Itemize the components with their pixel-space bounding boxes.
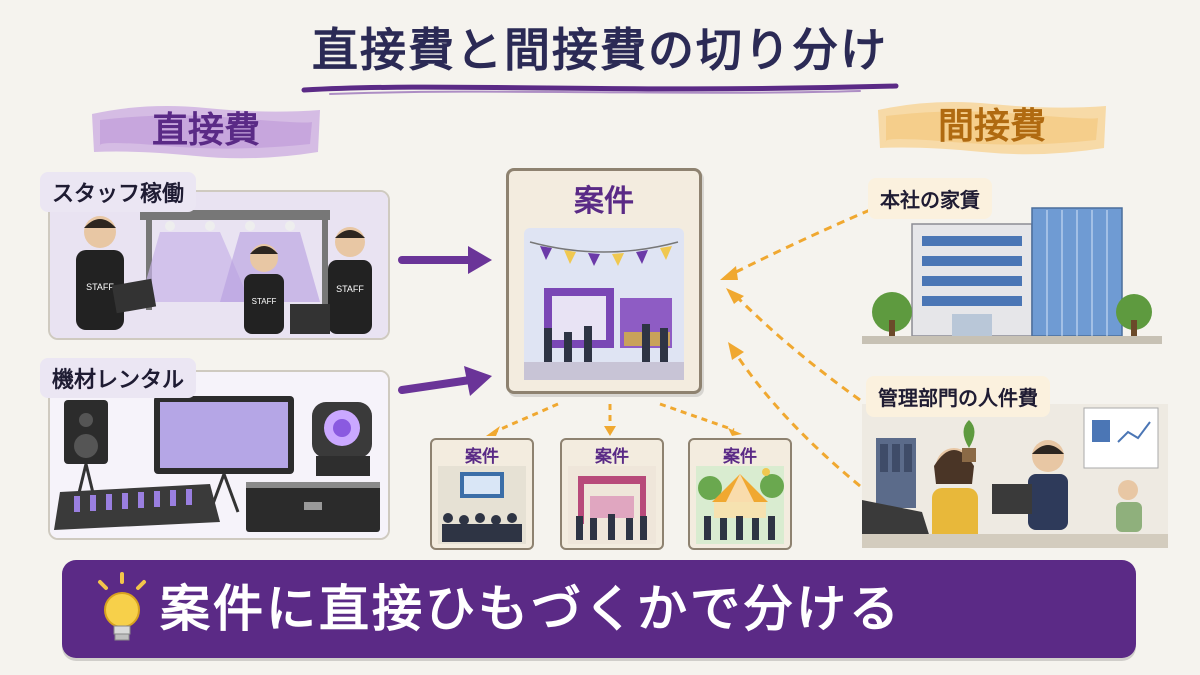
equipment-label: 機材レンタル [40, 358, 197, 398]
title-underline [301, 83, 899, 95]
event-booth-illustration [524, 228, 684, 380]
office-building-illustration [862, 207, 1162, 344]
staff-card: STAFF STAFF STAFF [48, 190, 390, 340]
page-title: 直接費と間接費の切り分け [312, 23, 888, 77]
brush-stroke-purple [92, 106, 320, 159]
sub-project-title-3: 案件 [723, 447, 757, 467]
personnel-label: 管理部門の人件費 [866, 376, 1050, 417]
staff-shirt-text: STAFF [86, 282, 114, 292]
rent-label: 本社の家賃 [868, 178, 992, 219]
sub-project-title-2: 案件 [595, 447, 629, 467]
staff-illustration: STAFF STAFF STAFF [50, 192, 388, 338]
indirect-arrows [720, 208, 871, 488]
lightbulb-icon [98, 572, 146, 641]
admin-office-illustration [862, 404, 1168, 548]
brush-stroke-orange [878, 102, 1106, 155]
split-arrows [486, 402, 742, 436]
arrow-equipment-to-project [398, 366, 492, 396]
conclusion-text: 案件に直接ひもづくかで分ける [160, 580, 902, 638]
equipment-card [48, 370, 390, 540]
exhibition-illustration [568, 466, 656, 544]
arrow-staff-to-project [398, 246, 492, 274]
staff-label: スタッフ稼働 [40, 172, 197, 212]
direct-cost-heading: 直接費 [86, 100, 326, 162]
staff-shirt-text-2: STAFF [252, 297, 277, 306]
sub-project-title-1: 案件 [465, 447, 499, 467]
indirect-cost-heading: 間接費 [872, 96, 1112, 158]
project-title: 案件 [574, 184, 634, 219]
outdoor-festival-illustration [696, 466, 784, 544]
staff-shirt-text-3: STAFF [336, 284, 364, 294]
conclusion-banner [62, 560, 1136, 658]
seminar-illustration [438, 466, 526, 544]
equipment-illustration [50, 372, 388, 538]
